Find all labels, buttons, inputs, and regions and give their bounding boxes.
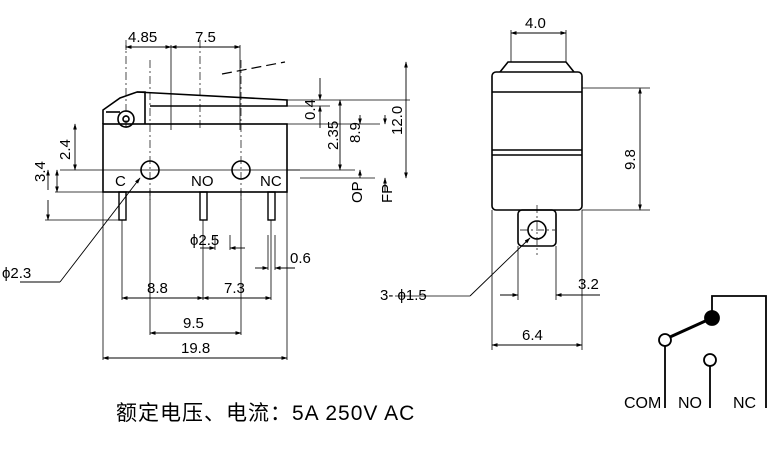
dim-holes: 3- ϕ1.5 <box>380 287 427 304</box>
rating-text: 额定电压、电流：5A 250V AC <box>116 402 415 425</box>
dim-12-0: 12.0 <box>389 106 406 135</box>
side-view <box>395 30 650 350</box>
dim-8-9: 8.9 <box>347 122 364 143</box>
dim-0-4: 0.4 <box>302 99 319 120</box>
dim-pin-width: 0.6 <box>290 250 311 267</box>
contact-schematic <box>658 295 767 408</box>
dim-fp: FP <box>379 184 396 203</box>
dim-6-4: 6.4 <box>522 327 543 344</box>
terminal-label-no: NO <box>191 173 214 190</box>
dim-3-4: 3.4 <box>32 161 49 182</box>
dim-4-85: 4.85 <box>128 29 157 46</box>
terminal-label-nc: NC <box>260 173 282 190</box>
dim-2-4: 2.4 <box>57 139 74 160</box>
lever-travel-dashed <box>221 61 286 75</box>
terminal-pins <box>118 191 276 221</box>
dim-2-35: 2.35 <box>325 121 342 150</box>
dim-hole-dia: ϕ2.3 <box>2 265 31 282</box>
dim-7-5: 7.5 <box>195 29 216 46</box>
schematic-label-com: COM <box>624 395 661 412</box>
dim-9-5: 9.5 <box>183 315 204 332</box>
dim-7-3: 7.3 <box>224 280 245 297</box>
switch-blade <box>669 316 713 339</box>
switch-body <box>102 123 288 193</box>
com-contact <box>658 333 672 347</box>
dim-3-2: 3.2 <box>578 276 599 293</box>
dim-9-8: 9.8 <box>622 149 639 170</box>
dim-19-8: 19.8 <box>181 340 210 357</box>
front-view <box>20 40 410 360</box>
dim-4-0: 4.0 <box>525 15 546 32</box>
dim-pin-dia: ϕ2.5 <box>190 232 219 249</box>
dim-8-8: 8.8 <box>147 280 168 297</box>
actuator-lever <box>102 91 288 128</box>
schematic-label-no: NO <box>678 395 702 412</box>
dim-op: OP <box>349 181 366 203</box>
no-contact <box>703 353 717 367</box>
schematic-label-nc: NC <box>733 395 756 412</box>
terminal-label-c: C <box>115 173 126 190</box>
